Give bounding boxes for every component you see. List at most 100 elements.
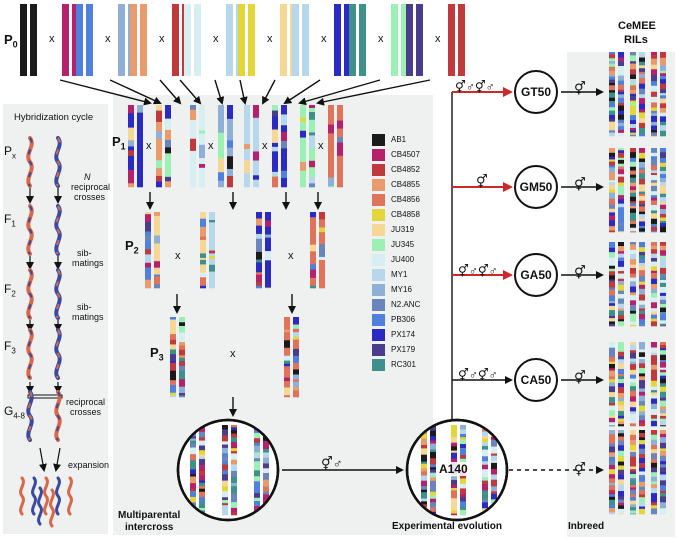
- chromosome-segment: [179, 349, 185, 356]
- chromosome-segment: [651, 230, 657, 233]
- chromosome-segment: [200, 218, 206, 228]
- chromosome-segment: [309, 183, 315, 188]
- chromosome-segment: [337, 155, 343, 164]
- chromosome-segment: [651, 467, 657, 473]
- chromosome-segment: [200, 285, 206, 289]
- chromosome-segment: [618, 450, 624, 457]
- chromosome-segment: [609, 61, 615, 64]
- chromosome-segment: [639, 61, 645, 66]
- chromosome-segment: [609, 405, 615, 411]
- node-a140-label: A140: [437, 462, 470, 476]
- chromosome-segment: [265, 287, 271, 289]
- chromosome-segment: [209, 264, 215, 272]
- chromosome-segment: [639, 494, 645, 498]
- chromosome-segment: [639, 200, 645, 205]
- chromosome-segment: [154, 245, 160, 250]
- expansion-worm: [31, 476, 37, 516]
- legend-entry: CB4852: [372, 163, 420, 176]
- chromosome-segment: [263, 491, 269, 495]
- chromosome-segment: [651, 107, 657, 112]
- chromosome-segment: [630, 93, 636, 97]
- chromosome-segment: [660, 448, 666, 452]
- chromosome-segment: [618, 257, 624, 262]
- chromosome-segment: [244, 127, 250, 141]
- chromosome-segment: [190, 454, 196, 461]
- chromosome-segment: [651, 165, 657, 171]
- chromosome-segment: [618, 487, 624, 492]
- chromosome-segment: [170, 349, 176, 355]
- chromosome-segment: [639, 117, 645, 124]
- chromosome-segment: [609, 443, 615, 447]
- chromosome-segment: [328, 144, 334, 152]
- chromosome-segment: [609, 226, 615, 231]
- cross-symbol: x: [213, 33, 219, 45]
- p0-label: P0: [4, 32, 18, 50]
- chromosome-segment: [660, 415, 666, 419]
- chromosome-segment: [609, 315, 615, 319]
- chromosome-segment: [482, 477, 488, 481]
- stage-base: F: [4, 212, 12, 226]
- chromosome-segment: [609, 107, 615, 111]
- chromosome-segment: [300, 155, 306, 163]
- chromosome-segment: [199, 440, 205, 446]
- chromosome-segment: [609, 172, 615, 176]
- p1-chromosome: [137, 105, 143, 188]
- chromosome-segment: [190, 119, 196, 133]
- chromosome-segment: [128, 183, 134, 188]
- chromosome-segment: [179, 392, 185, 396]
- chromosome-segment: [284, 332, 290, 337]
- chromosome-segment: [639, 83, 645, 89]
- chromosome-segment: [651, 355, 657, 360]
- chromosome-segment: [284, 336, 290, 341]
- chromosome-segment: [630, 177, 636, 184]
- ril-chromosome: [660, 242, 666, 327]
- ril-chromosome: [639, 148, 645, 233]
- chromosome-segment: [660, 273, 666, 278]
- chromosome-segment: [651, 132, 657, 136]
- chromosome-segment: [165, 118, 171, 131]
- chromosome-segment: [660, 367, 666, 371]
- chromosome-segment: [609, 361, 615, 365]
- chromosome-segment: [609, 52, 615, 55]
- chromosome-segment: [639, 349, 645, 353]
- chromosome-segment: [281, 177, 287, 188]
- chromosome-segment: [639, 191, 645, 195]
- chromosome-segment: [156, 110, 162, 123]
- arrow: [53, 447, 62, 472]
- chromosome-segment: [200, 259, 206, 265]
- chromosome-segment: [609, 499, 615, 506]
- chromosome-segment: [618, 356, 624, 360]
- p3-chromosome: [284, 317, 290, 398]
- chromosome-segment: [639, 310, 645, 315]
- chromosome-segment: [618, 157, 624, 161]
- chromosome-segment: [231, 427, 237, 431]
- chromosome-segment: [421, 480, 427, 487]
- chromosome-segment: [660, 103, 666, 109]
- chromosome-segment: [222, 425, 228, 430]
- chromosome-segment: [179, 395, 185, 398]
- legend-entry: RC301: [372, 358, 416, 371]
- chromosome-segment: [660, 413, 666, 417]
- chromosome-segment: [421, 454, 427, 459]
- chromosome-segment: [199, 480, 205, 484]
- chromosome-segment: [639, 133, 645, 137]
- chromosome-segment: [609, 430, 615, 435]
- chromosome-segment: [253, 105, 259, 119]
- chromosome-segment: [281, 170, 287, 179]
- chromosome-segment: [244, 105, 250, 116]
- chromosome-segment: [660, 170, 666, 175]
- worm-stripe: [55, 205, 61, 255]
- chromosome-segment: [222, 435, 228, 442]
- chromosome-segment: [137, 156, 143, 164]
- chromosome-segment: [618, 242, 624, 247]
- chromosome-segment: [660, 70, 666, 74]
- chromosome-segment: [284, 355, 290, 361]
- chromosome-segment: [639, 352, 645, 358]
- chromosome-segment: [630, 134, 636, 137]
- stage-sub: 3: [11, 346, 16, 356]
- chromosome-segment: [154, 248, 160, 260]
- chromosome-segment: [128, 127, 134, 141]
- chromosome-segment: [179, 374, 185, 380]
- chromosome-segment: [660, 286, 666, 294]
- chromosome-segment: [630, 74, 636, 80]
